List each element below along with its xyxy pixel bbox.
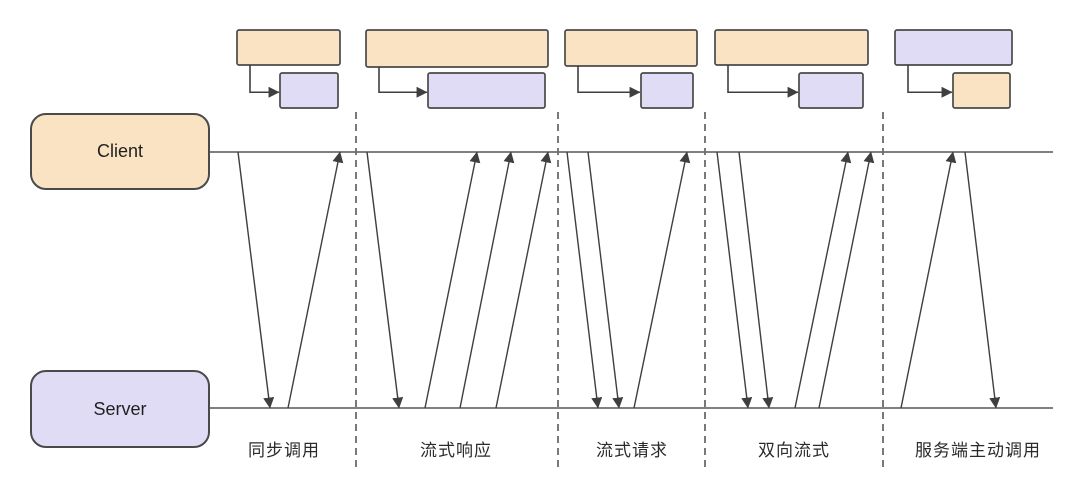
request-box bbox=[365, 29, 549, 68]
server-to-client-arrow bbox=[459, 151, 515, 409]
schematic-connector-arrow bbox=[378, 67, 428, 98]
actor-server-label: Server bbox=[93, 398, 147, 419]
response-box bbox=[798, 72, 864, 109]
schematic-connector-arrow bbox=[577, 66, 641, 98]
schematic-connector-arrow bbox=[907, 65, 953, 98]
actor-client: Client bbox=[30, 113, 210, 190]
client-to-server-arrow bbox=[237, 151, 275, 409]
response-box bbox=[279, 72, 339, 109]
section-label-server-streaming: 流式响应 bbox=[420, 441, 492, 460]
server-to-client-arrow bbox=[287, 151, 344, 409]
response-box bbox=[640, 72, 694, 109]
client-to-server-arrow bbox=[716, 151, 753, 409]
section-label-client-streaming: 流式请求 bbox=[596, 441, 668, 460]
client-to-server-arrow bbox=[587, 151, 624, 409]
server-to-client-arrow bbox=[424, 151, 481, 409]
section-label-bidirectional-streaming: 双向流式 bbox=[758, 441, 830, 460]
request-box bbox=[564, 29, 698, 67]
section-label-sync-call: 同步调用 bbox=[248, 441, 320, 460]
section-label-server-initiated-call: 服务端主动调用 bbox=[915, 441, 1041, 460]
server-to-client-arrow bbox=[633, 151, 691, 409]
request-box bbox=[714, 29, 869, 66]
server-to-client-arrow bbox=[818, 151, 875, 409]
server-to-client-arrow bbox=[900, 151, 957, 409]
request-box bbox=[236, 29, 341, 66]
actor-client-label: Client bbox=[96, 141, 144, 161]
response-box bbox=[894, 29, 1013, 66]
server-to-client-arrow bbox=[794, 151, 852, 409]
client-to-server-arrow bbox=[366, 151, 404, 409]
response-box bbox=[427, 72, 546, 109]
schematic-connector-arrow bbox=[249, 65, 280, 98]
schematic-connector-arrow bbox=[727, 65, 799, 98]
client-to-server-arrow bbox=[738, 151, 774, 409]
client-to-server-arrow bbox=[566, 151, 603, 409]
actor-server: Server bbox=[30, 370, 210, 448]
server-to-client-arrow bbox=[495, 151, 552, 409]
client-to-server-arrow bbox=[964, 151, 1001, 409]
request-box bbox=[952, 72, 1011, 109]
